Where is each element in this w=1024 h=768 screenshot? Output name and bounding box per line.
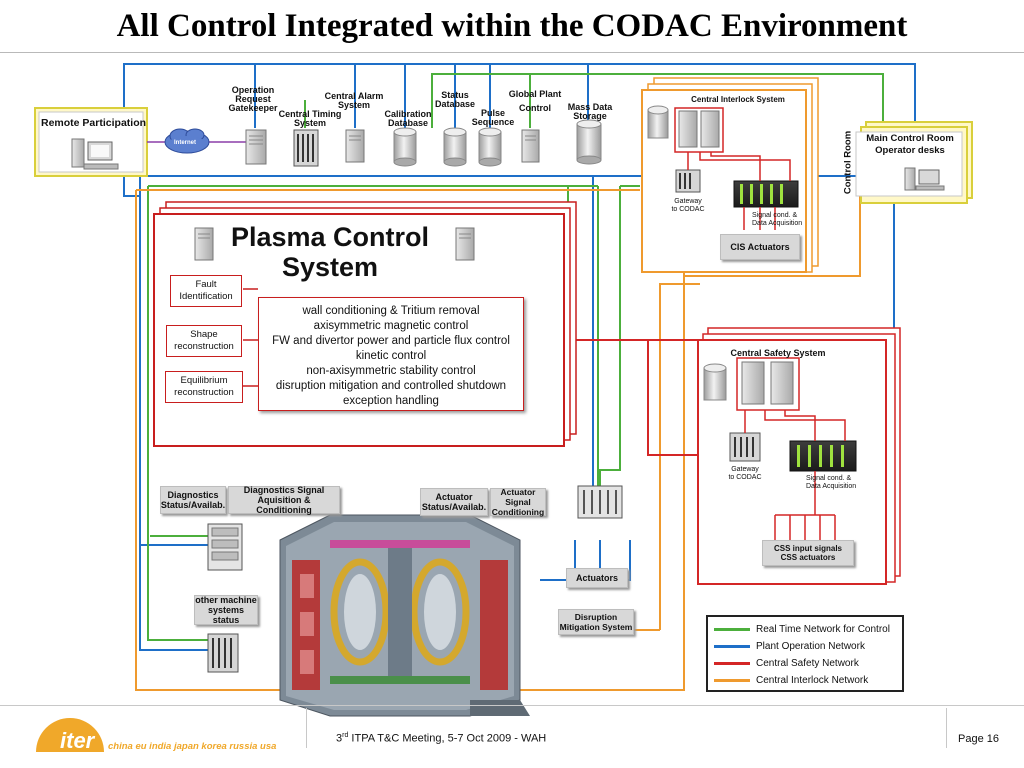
pulse-sequence-label: Pulse Sequence <box>471 108 515 127</box>
diagnostics-status-box: Diagnostics Status/Availab. <box>160 486 226 514</box>
footer-meeting-info: 3rd ITPA T&C Meeting, 5-7 Oct 2009 - WAH <box>336 732 546 745</box>
pcs-task: non-axisymmetric stability control <box>306 365 476 377</box>
rack-icon <box>293 129 319 167</box>
database-icon <box>647 105 669 139</box>
slide-title: All Control Integrated within the CODAC … <box>116 8 908 44</box>
footer-countries: china eu india japan korea russia usa <box>108 741 277 752</box>
title-divider <box>0 52 1024 53</box>
control-room-label: Control Room <box>842 130 854 195</box>
pcs-task: FW and divertor power and particle flux … <box>272 335 510 347</box>
legend-item: Real Time Network for Control <box>714 623 890 635</box>
footer-separator <box>946 708 947 748</box>
remote-participation-label: Remote Participation <box>41 117 147 129</box>
server-pair-icon <box>736 357 800 411</box>
database-icon <box>478 127 502 167</box>
cis-actuators-box: CIS Actuators <box>720 234 800 260</box>
legend-item: Central Interlock Network <box>714 674 868 686</box>
database-icon <box>576 119 602 165</box>
other-machine-status-box: other machine systems status <box>194 595 258 625</box>
plc-rack-icon <box>789 440 857 472</box>
database-icon <box>443 127 467 167</box>
cis-internal-links <box>687 152 791 230</box>
central-alarm-system-label: Central Alarm System <box>324 91 384 110</box>
main-control-room-label: Main Control Room Operator desks <box>866 133 954 156</box>
gateway-rack-icon <box>675 169 701 193</box>
actuator-signal-box: Actuator Signal Conditioning <box>490 487 546 517</box>
rack-icon <box>207 633 239 673</box>
pcs-title: Plasma Control System <box>230 222 430 282</box>
server-pair-icon <box>674 107 724 153</box>
page-number: Page 16 <box>958 733 999 745</box>
legend-label: Central Safety Network <box>756 657 859 669</box>
actuator-rack-icon <box>577 485 623 519</box>
shape-reconstruction-box: Shape reconstruction <box>166 325 242 357</box>
iter-logo-text: iter <box>60 728 95 753</box>
cis-gateway-label: Gateway to CODAC <box>671 198 705 213</box>
pcs-task-list: wall conditioning & Tritium removal axis… <box>258 297 524 411</box>
server-icon <box>345 129 365 163</box>
server-icon <box>194 227 214 261</box>
pcs-task: wall conditioning & Tritium removal <box>302 305 480 317</box>
footer-separator <box>306 708 307 748</box>
actuator-status-box: Actuator Status/Availab. <box>420 488 488 516</box>
internet-cloud-icon <box>164 128 210 154</box>
css-signal-cond-label: Signal cond. & Data Acquisition <box>806 475 857 490</box>
legend-swatch <box>714 678 750 682</box>
mass-data-storage-label: Mass Data Storage <box>567 102 613 121</box>
legend-item: Plant Operation Network <box>714 640 865 652</box>
database-icon <box>393 127 417 167</box>
legend-swatch <box>714 661 750 665</box>
meeting-number: 3 <box>336 732 343 745</box>
diagnostics-signal-box: Diagnostics Signal Aquisition & Conditio… <box>228 485 340 515</box>
calibration-database-label: Calibration Database <box>384 109 432 128</box>
meeting-ordinal: rd <box>342 732 349 739</box>
pcs-task: disruption mitigation and controlled shu… <box>275 380 507 392</box>
database-icon <box>703 363 727 401</box>
server-icon <box>245 129 267 165</box>
diagnostics-rack-icon <box>207 523 243 571</box>
legend-label: Real Time Network for Control <box>756 623 890 635</box>
server-icon <box>455 227 475 261</box>
gateway-rack-icon <box>729 432 761 462</box>
workstation-icon <box>71 138 119 170</box>
legend-item: Central Safety Network <box>714 657 859 669</box>
meeting-text: ITPA T&C Meeting, 5-7 Oct 2009 - WAH <box>348 732 547 745</box>
legend-label: Central Interlock Network <box>756 674 869 686</box>
actuators-box: Actuators <box>566 568 628 588</box>
footer-divider <box>0 705 1024 706</box>
main-control-room-box <box>855 121 973 204</box>
cis-title: Central Interlock System <box>691 95 785 104</box>
workstation-icon <box>904 167 945 191</box>
server-icon <box>521 129 540 163</box>
legend-swatch <box>714 627 750 631</box>
disruption-mitigation-box: Disruption Mitigation System <box>558 609 634 635</box>
status-database-label: Status Database <box>434 90 476 109</box>
plc-rack-icon <box>733 180 799 208</box>
legend-label: Plant Operation Network <box>756 640 865 652</box>
pcs-task: exception handling <box>343 395 439 407</box>
global-plant-control-label: Global Plant Control <box>508 89 562 113</box>
fault-identification-box: Fault Identification <box>170 275 242 307</box>
internet-label: Internet <box>174 140 197 146</box>
equilibrium-reconstruction-box: Equilibrium reconstruction <box>165 371 243 403</box>
pcs-task: kinetic control <box>355 350 427 362</box>
tokamak-cutaway-image <box>279 514 530 717</box>
css-gateway-label: Gateway to CODAC <box>728 466 762 481</box>
cis-signal-cond-label: Signal cond. & Data Acquisition <box>752 212 803 227</box>
css-internal-links <box>744 410 846 540</box>
pcs-internal-links <box>243 288 258 387</box>
network-legend: Real Time Network for Control Plant Oper… <box>706 615 904 692</box>
css-inputs-box: CSS input signals CSS actuators <box>762 540 854 566</box>
operation-request-gatekeeper-label: Operation Request Gatekeeper <box>228 85 278 113</box>
central-timing-system-label: Central Timing System <box>278 109 342 128</box>
legend-swatch <box>714 644 750 648</box>
pcs-task: axisymmetric magnetic control <box>313 320 469 332</box>
iter-logo-icon <box>36 718 104 752</box>
css-title: Central Safety System <box>730 348 826 358</box>
